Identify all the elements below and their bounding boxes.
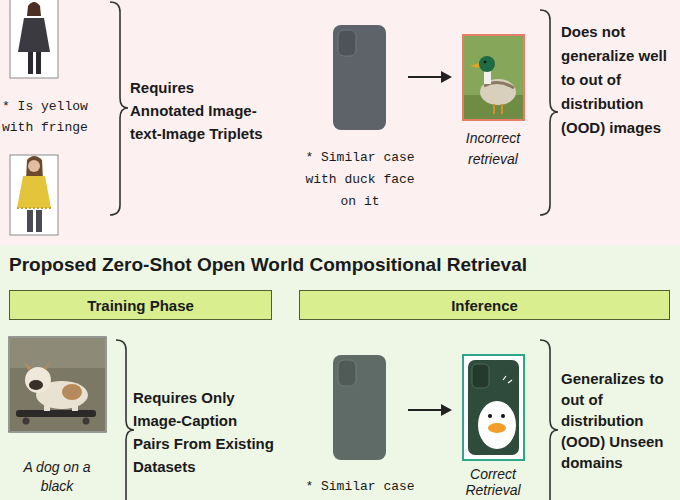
query-modification-text: * Similar case <box>300 477 420 497</box>
phone-case-query <box>333 25 386 460</box>
phase-label: Training Phase <box>87 297 194 314</box>
curly-brackets <box>540 10 558 215</box>
query-modification-text: * Is yellow with fringe <box>2 96 102 138</box>
dog-photo <box>10 338 105 368</box>
duck-photo-incorrect <box>484 61 487 64</box>
woman-yellow-photo <box>28 160 40 172</box>
duck-case-correct <box>501 414 505 418</box>
background-bands <box>0 245 680 500</box>
phone-case-query <box>333 25 386 130</box>
woman-dark-photo <box>36 52 41 74</box>
woman-yellow-photo <box>27 210 33 232</box>
duck-photo-incorrect <box>493 104 495 114</box>
curly-brackets <box>110 2 558 500</box>
retrieval-arrows <box>408 409 442 411</box>
outcome-note: Generalizes to out of distribution (OOD)… <box>561 368 673 473</box>
duck-photo-incorrect <box>470 63 479 68</box>
curly-brackets <box>110 2 128 215</box>
woman-dark-photo <box>28 52 33 74</box>
duck-case-correct <box>488 414 492 418</box>
duck-case-correct <box>488 423 506 433</box>
result-caption: Incorrect retrieval <box>448 128 538 170</box>
woman-yellow-photo <box>17 207 51 209</box>
curly-brackets <box>540 340 558 500</box>
duck-case-correct <box>472 364 489 388</box>
duck-case-correct <box>463 355 524 460</box>
dog-photo <box>16 410 96 417</box>
retrieval-arrows <box>408 76 442 78</box>
requirement-note: Requires Only Image-Caption Pairs From E… <box>133 386 278 478</box>
duck-case-correct <box>468 360 519 455</box>
dog-photo <box>72 402 78 411</box>
background-bands <box>0 0 680 245</box>
curly-brackets <box>116 340 134 500</box>
woman-yellow-photo <box>36 210 42 232</box>
dog-photo <box>24 362 50 370</box>
woman-dark-photo <box>18 18 50 52</box>
dog-photo <box>83 418 90 425</box>
duck-case-correct <box>478 401 516 449</box>
phase-label: Inference <box>451 297 518 314</box>
dog-photo <box>10 338 105 431</box>
duck-photo-incorrect <box>464 36 523 119</box>
woman-dark-photo <box>27 2 41 16</box>
phone-case-query <box>338 360 356 386</box>
woman-yellow-photo <box>10 155 58 235</box>
outcome-note: Does not generalize well to out of distr… <box>561 20 673 140</box>
requirement-note: Requires Annotated Image-text-Image Trip… <box>130 76 266 145</box>
image-caption: A dog on a black <box>12 458 102 496</box>
woman-yellow-photo <box>17 176 51 208</box>
duck-photo-incorrect <box>463 35 524 120</box>
duck-photo-incorrect <box>501 104 503 114</box>
duck-case-correct <box>503 376 512 383</box>
dog-photo <box>29 380 43 390</box>
duck-photo-incorrect <box>479 56 495 72</box>
woman-yellow-photo <box>10 155 58 235</box>
dog-photo <box>25 367 51 393</box>
duck-case-correct <box>464 356 523 459</box>
duck-photo-incorrect <box>463 35 524 120</box>
phone-case-query <box>338 30 356 56</box>
retrieval-arrows <box>408 71 452 416</box>
result-caption: Correct Retrieval <box>448 466 538 498</box>
retrieval-arrows <box>441 404 452 416</box>
phase-header-box: Inference <box>299 290 670 320</box>
section-title: Proposed Zero-Shot Open World Compositio… <box>9 253 527 277</box>
dog-photo <box>9 337 106 432</box>
phone-case-query <box>333 355 386 460</box>
dog-photo <box>9 337 106 432</box>
phase-header-box: Training Phase <box>9 290 272 320</box>
retrieval-arrows <box>441 71 452 83</box>
duck-case-correct <box>463 355 524 460</box>
woman-dark-photo <box>10 0 58 78</box>
dog-photo <box>23 418 30 425</box>
dog-photo <box>44 402 50 411</box>
woman-dark-photo <box>10 0 58 78</box>
query-modification-text: * Similar case with duck face on it <box>300 147 420 213</box>
dog-photo <box>62 384 82 400</box>
